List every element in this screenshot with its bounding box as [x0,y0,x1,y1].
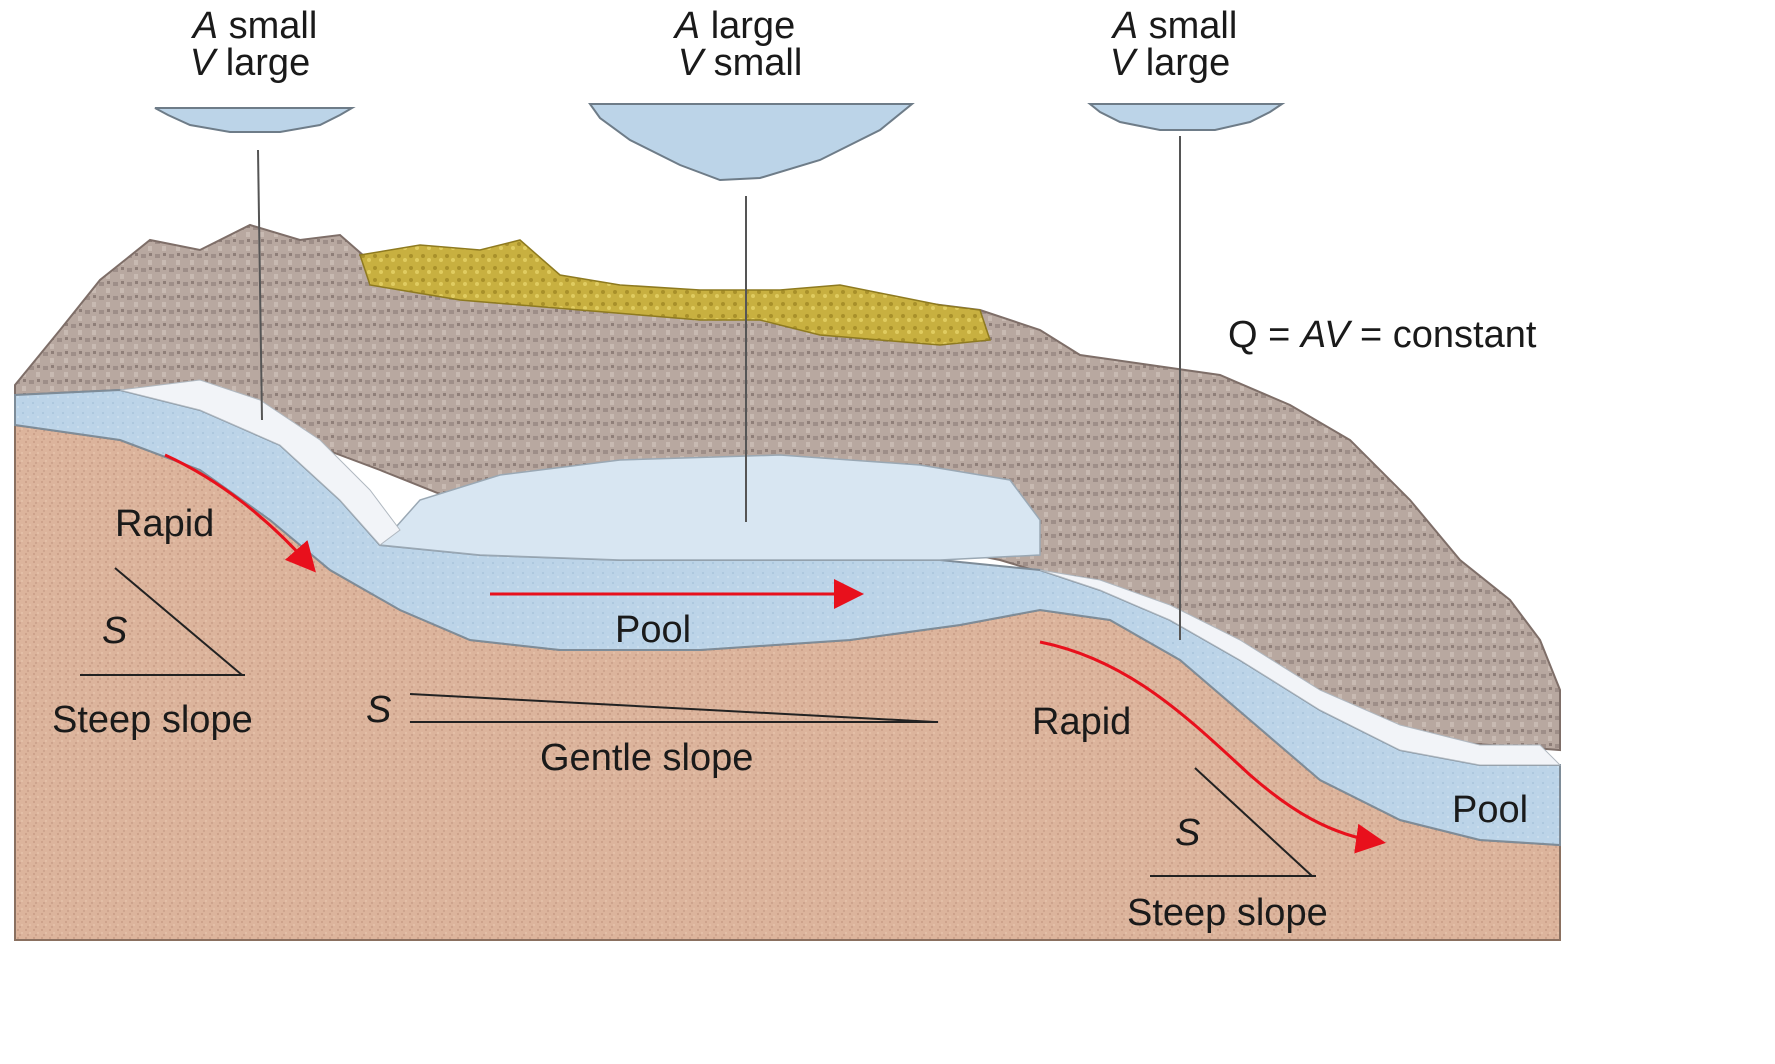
label-area-middle: A large [673,5,795,47]
label-pool-middle: Pool [615,609,691,651]
label-velocity-right: V large [1110,42,1230,84]
label-rapid-right: Rapid [1032,701,1131,743]
slope-symbol-left: S [102,610,127,652]
label-velocity-left: V large [190,42,310,84]
label-equation: Q = AV = constant [1228,314,1537,356]
slope-symbol-gentle: S [366,689,391,731]
label-rapid-left: Rapid [115,503,214,545]
label-steep-slope-right: Steep slope [1127,892,1328,934]
slope-symbol-right: S [1175,812,1200,854]
label-gentle-slope: Gentle slope [540,737,753,779]
label-area-right: A small [1111,5,1238,47]
label-velocity-middle: V small [678,42,803,84]
label-area-left: A small [191,5,318,47]
label-pool-right: Pool [1452,789,1528,831]
label-steep-slope-left: Steep slope [52,699,253,741]
